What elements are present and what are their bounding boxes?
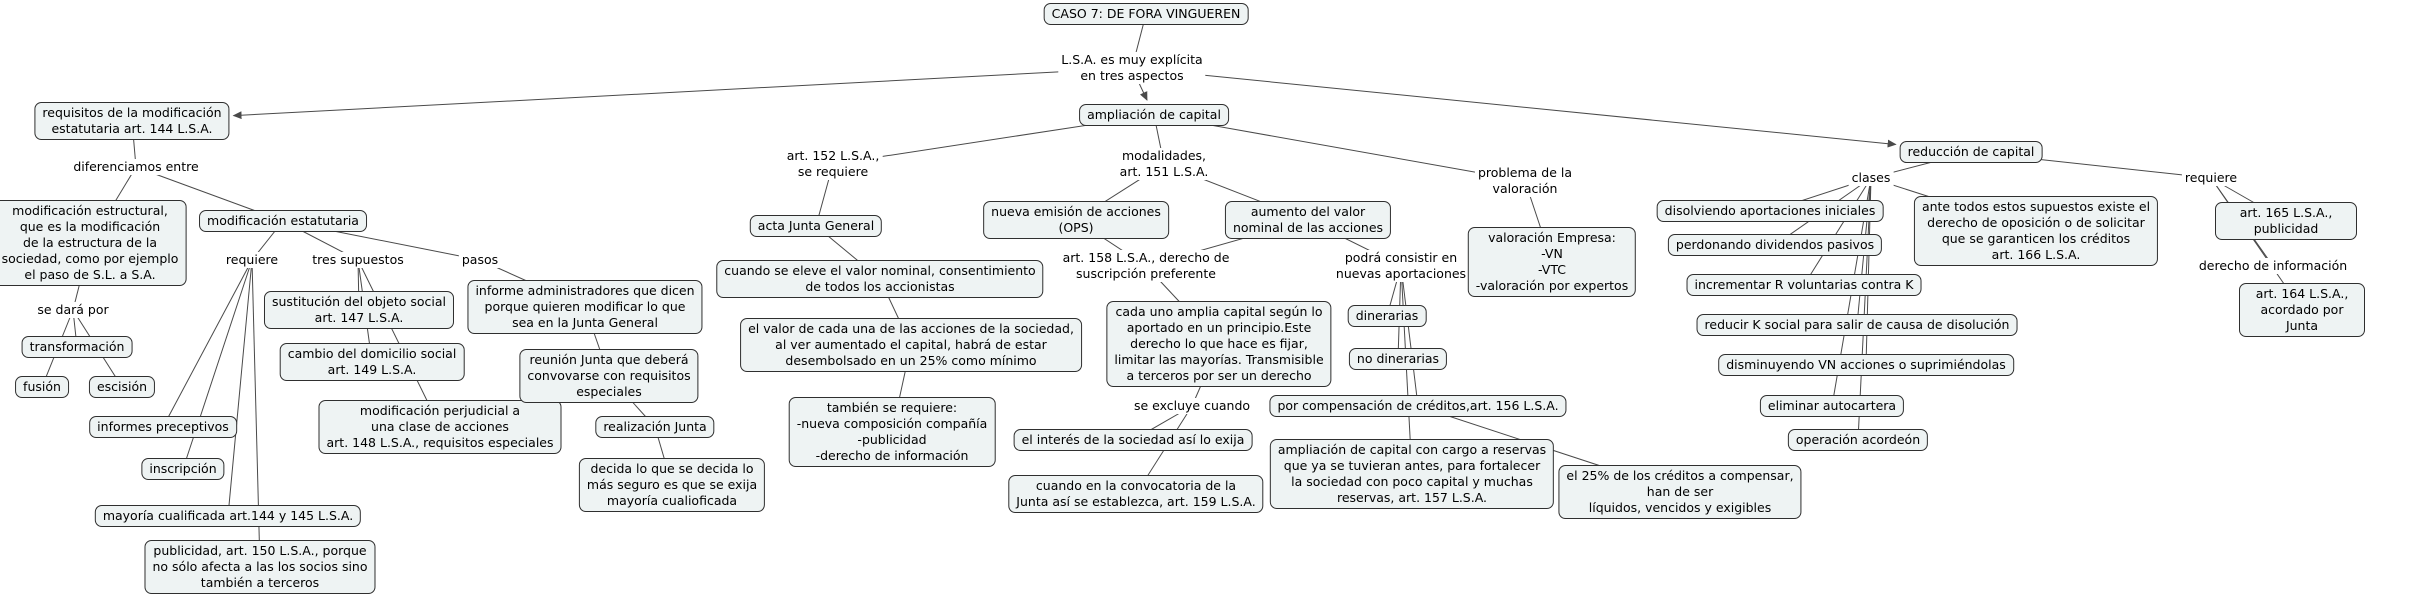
concept-node-art158: art. 158 L.S.A., derecho de suscripción … <box>1059 250 1233 282</box>
concept-node-clases: clases <box>1848 170 1894 186</box>
concept-node-cambio: cambio del domicilio social art. 149 L.S… <box>279 343 465 381</box>
concept-node-creditos25: el 25% de los créditos a compensar, han … <box>1558 465 1802 519</box>
concept-node-tres_supuestos: tres supuestos <box>309 252 407 268</box>
concept-node-escision: escisión <box>88 376 156 398</box>
concept-node-valoracion_empresa: valoración Empresa: -VN -VTC -valoración… <box>1467 227 1637 297</box>
concept-node-reduccion: reducción de capital <box>1899 141 2043 163</box>
concept-node-disolviendo: disolviendo aportaciones iniciales <box>1656 200 1884 222</box>
edge-ampliacion-problema <box>1153 114 1526 182</box>
concept-node-mayoria: mayoría cualificada art.144 y 145 L.S.A. <box>94 505 362 527</box>
concept-node-incrementar: incrementar R voluntarias contra K <box>1686 274 1922 296</box>
edge-requiere_l-mayoria <box>227 259 253 517</box>
concept-node-ante_todos: ante todos estos supuestos existe el der… <box>1913 196 2159 266</box>
concept-node-podra: podrá consistir en nuevas aportaciones <box>1332 250 1470 282</box>
edge-lsa-requisitos <box>232 67 1133 120</box>
concept-node-aumento: aumento del valor nominal de las accione… <box>1224 201 1392 239</box>
concept-node-cuando_eleve: cuando se eleve el valor nominal, consen… <box>716 260 1044 298</box>
concept-node-decida: decida lo que se decida lo más seguro es… <box>578 458 766 512</box>
concept-node-derecho_info: derecho de información <box>2195 258 2351 274</box>
concept-node-problema: problema de la valoración <box>1474 165 1576 197</box>
concept-node-publicidad150: publicidad, art. 150 L.S.A., porque no s… <box>144 540 376 594</box>
concept-node-no_dinerarias: no dinerarias <box>1348 348 1448 370</box>
concept-node-art165: art. 165 L.S.A., publicidad <box>2215 202 2357 240</box>
concept-node-por_compensacion: por compensación de créditos,art. 156 L.… <box>1269 395 1567 417</box>
concept-node-tambien: también se requiere: -nueva composición … <box>788 397 996 467</box>
concept-node-ampliacion_cargo: ampliación de capital con cargo a reserv… <box>1269 439 1555 509</box>
concept-node-se_dara_por: se dará por <box>34 302 112 318</box>
concept-node-dinerarias: dinerarias <box>1347 305 1427 327</box>
concept-node-interes: el interés de la sociedad así lo exija <box>1013 429 1253 451</box>
concept-node-se_excluye: se excluye cuando <box>1130 398 1254 414</box>
concept-node-reunion: reunión Junta que deberá convovarse con … <box>519 349 699 403</box>
concept-node-operacion: operación acordeón <box>1787 429 1929 451</box>
concept-node-caso7: CASO 7: DE FORA VINGUEREN <box>1043 3 1249 25</box>
concept-node-requiere_l: requiere <box>222 252 282 268</box>
concept-node-art164: art. 164 L.S.A., acordado por Junta <box>2239 283 2365 337</box>
concept-node-mod_estructural: modificación estructural, que es la modi… <box>0 200 187 286</box>
edge-clases-incrementar <box>1803 177 1872 286</box>
concept-node-perdonando: perdonando dividendos pasivos <box>1667 234 1883 256</box>
edge-podra-por_compensacion <box>1400 265 1419 407</box>
edge-requiere_l-informes_preceptivos <box>162 259 253 428</box>
concept-node-eliminar: eliminar autocartera <box>1759 395 1905 417</box>
concept-node-lsa: L.S.A. es muy explícita en tres aspectos <box>1058 52 1206 84</box>
concept-node-art152: art. 152 L.S.A., se requiere <box>783 148 883 180</box>
edge-lsa-reduccion <box>1131 67 1897 148</box>
concept-node-ampliacion: ampliación de capital <box>1079 104 1229 126</box>
concept-node-mod_perjudicial: modificación perjudicial a una clase de … <box>318 400 562 454</box>
concept-node-convocatoria: cuando en la convocatoria de la Junta as… <box>1008 475 1264 513</box>
concept-node-reducirK: reducir K social para salir de causa de … <box>1696 314 2018 336</box>
concept-node-transformacion: transformación <box>21 336 133 358</box>
concept-node-requisitos: requisitos de la modificación estatutari… <box>34 102 230 140</box>
concept-node-mod_estatutaria: modificación estatutaria <box>199 210 367 232</box>
concept-node-informe_admin: informe administradores que dicen porque… <box>467 280 703 334</box>
concept-node-inscripcion: inscripción <box>141 458 225 480</box>
concept-node-fusion: fusión <box>15 376 69 398</box>
concept-node-pasos: pasos <box>458 252 502 268</box>
concept-node-valor_min: el valor de cada una de las acciones de … <box>740 318 1082 372</box>
concept-node-nueva_emision: nueva emisión de acciones (OPS) <box>983 201 1169 239</box>
concept-node-cada_uno: cada uno amplia capital según lo aportad… <box>1106 301 1332 387</box>
concept-node-disminuyendo: disminuyendo VN acciones o suprimiéndola… <box>1718 354 2014 376</box>
concept-node-diferenciamos: diferenciamos entre <box>70 159 202 175</box>
concept-node-realizacion: realización Junta <box>595 416 715 438</box>
concept-node-requiere_r: requiere <box>2181 170 2241 186</box>
concept-node-sustitucion: sustitución del objeto social art. 147 L… <box>263 291 455 329</box>
concept-node-informes_preceptivos: informes preceptivos <box>89 416 237 438</box>
concept-node-modalidades: modalidades, art. 151 L.S.A. <box>1116 148 1212 180</box>
concept-node-acta: acta Junta General <box>749 215 883 237</box>
